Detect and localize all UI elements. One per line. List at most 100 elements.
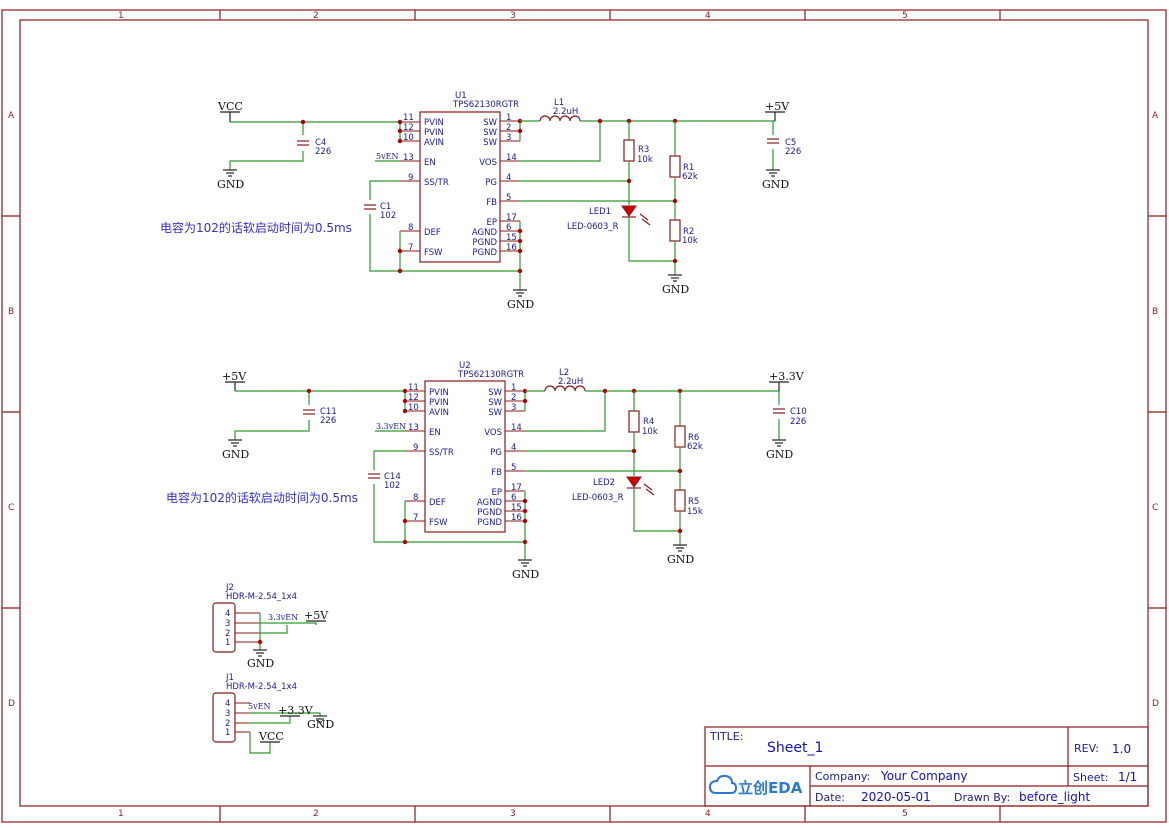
svg-text:226: 226	[320, 416, 336, 426]
svg-text:PGND: PGND	[472, 238, 497, 248]
vcc-flag-j1: VCC	[258, 730, 284, 743]
svg-text:226: 226	[790, 417, 806, 427]
resistor-r1: R1 62k	[669, 155, 698, 182]
gnd-symbol-j1: GND	[307, 715, 334, 731]
svg-text:2: 2	[506, 123, 511, 133]
rev-label: REV:	[1074, 742, 1099, 755]
svg-text:PVIN: PVIN	[429, 388, 449, 398]
svg-text:17: 17	[506, 213, 517, 223]
capacitor-c4: C4 226	[297, 138, 331, 157]
svg-text:EN: EN	[424, 158, 436, 168]
col-label-2-top: 2	[313, 11, 319, 21]
svg-text:2: 2	[511, 393, 516, 403]
col-label-1-top: 1	[118, 11, 124, 21]
net-label-5ven-u1: 5vEN	[375, 152, 400, 162]
inductor-l1: L1 2.2uH	[539, 98, 581, 122]
svg-text:10: 10	[403, 133, 414, 143]
drawing-frame: 1 2 3 4 5 1 2 3 4 5 A B C D A B C D	[1, 9, 1167, 823]
svg-text:C10: C10	[790, 407, 807, 417]
svg-text:R1: R1	[683, 163, 694, 173]
svg-text:GND: GND	[507, 298, 534, 311]
svg-text:HDR-M-2.54_1x4: HDR-M-2.54_1x4	[226, 592, 297, 602]
svg-text:5: 5	[506, 193, 511, 203]
row-label-a-left: A	[8, 111, 15, 121]
svg-text:9: 9	[408, 173, 413, 183]
svg-text:6: 6	[511, 493, 516, 503]
svg-text:PG: PG	[485, 178, 497, 188]
svg-text:+5V: +5V	[765, 100, 790, 113]
svg-text:PGND: PGND	[472, 248, 497, 258]
title-label: TITLE:	[709, 730, 743, 743]
inductor-l2: L2 2.2uH	[544, 368, 586, 392]
date-value: 2020-05-01	[861, 790, 931, 804]
svg-text:5vEN: 5vEN	[248, 702, 270, 711]
svg-text:2.2uH: 2.2uH	[553, 107, 578, 117]
row-label-d-right: D	[1152, 699, 1159, 709]
svg-text:FB: FB	[486, 198, 497, 208]
capacitor-c1: C1 102	[364, 202, 396, 221]
svg-text:62k: 62k	[682, 172, 698, 182]
svg-text:J2: J2	[225, 583, 234, 593]
svg-text:10: 10	[408, 403, 419, 413]
svg-text:SW: SW	[488, 408, 502, 418]
svg-text:VCC: VCC	[258, 730, 284, 743]
p5v-flag-j2: +5V	[304, 609, 329, 622]
svg-text:C5: C5	[785, 138, 796, 148]
resistor-r6: R6 62k	[674, 425, 703, 452]
p33v-flag-j1: +3.3V	[278, 704, 314, 717]
circuit-3v3-buck: +5V C11 226 GND U2 TPS62130RGTR	[166, 361, 807, 581]
svg-text:1: 1	[511, 383, 516, 393]
capacitor-c14: C14 102	[368, 472, 401, 491]
resistor-r5: R5 15k	[674, 489, 703, 517]
svg-text:4: 4	[506, 173, 511, 183]
header-j2: J2 HDR-M-2.54_1x4 4 3 2 1 3.3vEN +5V GND	[212, 583, 329, 670]
resistor-r4: R4 10k	[628, 410, 658, 437]
svg-text:VCC: VCC	[217, 100, 243, 113]
svg-text:FSW: FSW	[424, 248, 443, 258]
svg-text:AVIN: AVIN	[429, 408, 449, 418]
svg-text:PGND: PGND	[477, 518, 502, 528]
row-label-b-right: B	[1152, 307, 1158, 317]
svg-text:PVIN: PVIN	[424, 128, 444, 138]
svg-text:SW: SW	[488, 388, 502, 398]
svg-text:17: 17	[511, 483, 522, 493]
svg-text:PVIN: PVIN	[429, 398, 449, 408]
svg-text:8: 8	[408, 223, 413, 233]
svg-text:4: 4	[225, 699, 230, 709]
svg-text:11: 11	[403, 113, 414, 123]
col-label-4-bottom: 4	[705, 809, 711, 819]
svg-text:AGND: AGND	[477, 498, 503, 508]
svg-text:GND: GND	[307, 718, 334, 731]
svg-text:4: 4	[225, 609, 230, 619]
col-label-5-top: 5	[902, 11, 908, 21]
note-soft-start-2: 电容为102的话软启动时间为0.5ms	[166, 490, 358, 505]
svg-text:L1: L1	[554, 98, 564, 108]
svg-text:SS/TR: SS/TR	[429, 448, 454, 458]
svg-text:14: 14	[506, 153, 517, 163]
svg-text:TPS62130RGTR: TPS62130RGTR	[452, 100, 519, 110]
svg-text:SW: SW	[483, 138, 497, 148]
svg-text:3.3vEN: 3.3vEN	[376, 422, 406, 431]
svg-text:3: 3	[225, 619, 230, 629]
svg-text:立创EDA: 立创EDA	[738, 779, 803, 797]
svg-text:11: 11	[408, 383, 419, 393]
drawn-by-label: Drawn By:	[954, 791, 1010, 804]
capacitor-c11: C11 226	[303, 407, 337, 426]
svg-text:15: 15	[511, 503, 522, 513]
led-1: LED1 LED-0603_R	[567, 205, 651, 232]
circuit-5v-buck: VCC C4 226 GND U1 TPS62130RG	[160, 91, 801, 311]
svg-text:PVIN: PVIN	[424, 118, 444, 128]
svg-text:SW: SW	[483, 128, 497, 138]
col-label-2-bottom: 2	[313, 809, 319, 819]
svg-text:AGND: AGND	[472, 228, 498, 238]
svg-text:EP: EP	[492, 488, 503, 498]
svg-text:GND: GND	[217, 178, 244, 191]
svg-text:J1: J1	[225, 673, 234, 683]
svg-text:AVIN: AVIN	[424, 138, 444, 148]
gnd-symbol-j2: GND	[247, 649, 274, 670]
svg-text:TPS62130RGTR: TPS62130RGTR	[457, 370, 524, 380]
note-soft-start-1: 电容为102的话软启动时间为0.5ms	[160, 220, 352, 235]
svg-text:U2: U2	[459, 361, 471, 371]
svg-text:12: 12	[408, 393, 419, 403]
svg-text:6: 6	[506, 223, 511, 233]
